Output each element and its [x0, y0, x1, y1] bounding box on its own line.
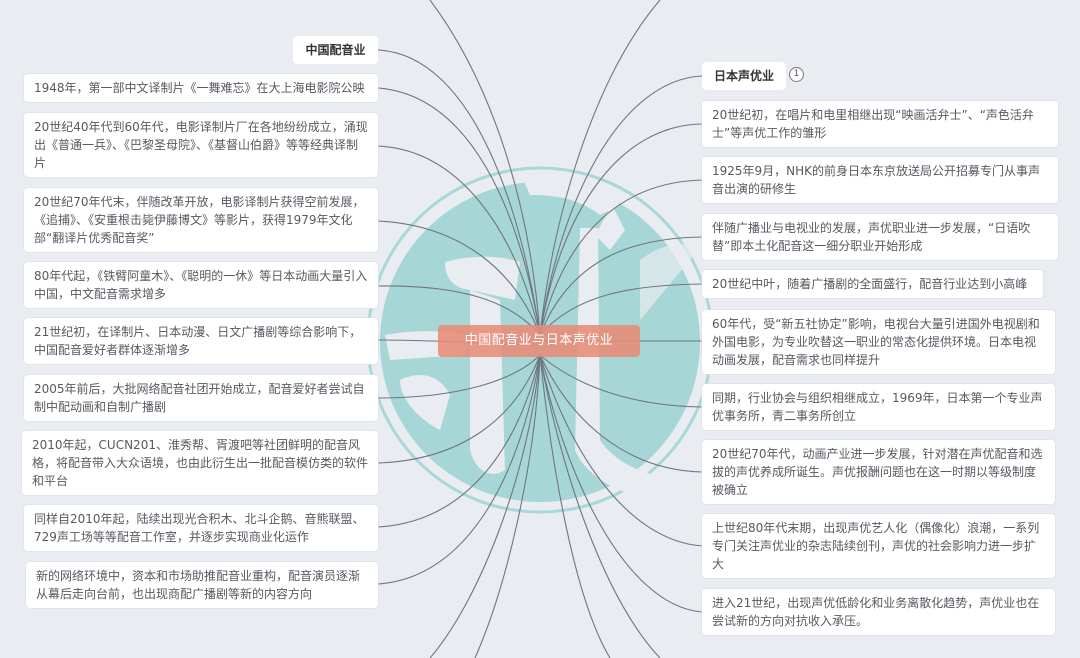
right-node-4[interactable]: 20世纪中叶，随着广播剧的全面盛行，配音行业达到小高峰	[702, 270, 1043, 298]
node-text: 20世纪中叶，随着广播剧的全面盛行，配音行业达到小高峰	[712, 277, 1028, 291]
node-text: 20世纪40年代到60年代，电影译制片厂在各地纷纷成立，涌现出《普通一兵》、《巴…	[34, 120, 368, 170]
node-text: 伴随广播业与电视业的发展，声优职业进一步发展，“日语吹替”即本土化配音这一细分职…	[712, 221, 1031, 253]
left-node-3[interactable]: 20世纪70年代末，伴随改革开放，电影译制片获得空前发展，《追捕》、《安重根击毙…	[24, 188, 378, 252]
right-node-3[interactable]: 伴随广播业与电视业的发展，声优职业进一步发展，“日语吹替”即本土化配音这一细分职…	[702, 214, 1058, 260]
node-text: 2010年起，CUCN201、淮秀帮、胥渡吧等社团鲜明的配音风格，将配音带入大众…	[32, 438, 369, 488]
left-node-1[interactable]: 1948年，第一部中文译制片《一舞难忘》在大上海电影院公映	[24, 74, 378, 102]
right-node-2[interactable]: 1925年9月，NHK的前身日本东京放送局公开招募专门从事声音出演的研修生	[702, 157, 1058, 203]
right-node-8[interactable]: 上世纪80年代末期，出现声优艺人化（偶像化）浪潮，一系列专门关注声优业的杂志陆续…	[702, 514, 1055, 578]
left-node-9[interactable]: 新的网络环境中，资本和市场助推配音业重构，配音演员逐渐从幕后走向台前，也出现商配…	[26, 562, 378, 608]
right-node-1[interactable]: 20世纪初，在唱片和电里相继出现“映画活弁士”、“声色活弁士”等声优工作的雏形	[702, 101, 1058, 147]
right-node-6[interactable]: 同期，行业协会与组织相继成立，1969年，日本第一个专业声优事务所，青二事务所创…	[702, 384, 1055, 430]
node-text: 同期，行业协会与组织相继成立，1969年，日本第一个专业声优事务所，青二事务所创…	[712, 391, 1043, 423]
node-text: 1948年，第一部中文译制片《一舞难忘》在大上海电影院公映	[34, 81, 365, 95]
node-text: 2005年前后，大批网络配音社团开始成立，配音爱好者尝试自制中配动画和自制广播剧	[34, 382, 365, 414]
node-text: 20世纪初，在唱片和电里相继出现“映画活弁士”、“声色活弁士”等声优工作的雏形	[712, 108, 1034, 140]
node-text: 1925年9月，NHK的前身日本东京放送局公开招募专门从事声音出演的研修生	[712, 164, 1041, 196]
node-text: 20世纪70年代，动画产业进一步发展，针对潜在声优配音和选拔的声优养成所诞生。声…	[712, 447, 1043, 497]
node-text: 同样自2010年起，陆续出现光合积木、北斗企鹅、音熊联盟、729声工场等等配音工…	[34, 512, 365, 544]
node-text: 80年代起，《铁臂阿童木》、《聪明的一休》等日本动画大量引入中国，中文配音需求增…	[34, 269, 368, 301]
branch-label: 日本声优业	[713, 69, 774, 83]
right-node-9[interactable]: 进入21世纪，出现声优低龄化和业务离散化趋势，声优业也在尝试新的方向对抗收入承压…	[702, 589, 1055, 635]
root-topic[interactable]: 中国配音业与日本声优业	[438, 325, 640, 357]
left-node-7[interactable]: 2010年起，CUCN201、淮秀帮、胥渡吧等社团鲜明的配音风格，将配音带入大众…	[22, 431, 378, 495]
left-node-5[interactable]: 21世纪初，在译制片、日本动漫、日文广播剧等综合影响下，中国配音爱好者群体逐渐增…	[24, 318, 378, 364]
collapse-count-badge[interactable]: 1	[789, 67, 804, 82]
branch-china-dubbing[interactable]: 中国配音业	[293, 36, 378, 64]
node-text: 上世纪80年代末期，出现声优艺人化（偶像化）浪潮，一系列专门关注声优业的杂志陆续…	[712, 521, 1040, 571]
branch-label: 中国配音业	[305, 43, 366, 57]
node-text: 60年代，受“新五社协定”影响，电视台大量引进国外电视剧和外国电影，为专业吹替这…	[712, 317, 1040, 367]
node-text: 新的网络环境中，资本和市场助推配音业重构，配音演员逐渐从幕后走向台前，也出现商配…	[36, 569, 361, 601]
root-topic-label: 中国配音业与日本声优业	[464, 333, 614, 348]
right-node-5[interactable]: 60年代，受“新五社协定”影响，电视台大量引进国外电视剧和外国电影，为专业吹替这…	[702, 310, 1055, 374]
node-text: 进入21世纪，出现声优低龄化和业务离散化趋势，声优业也在尝试新的方向对抗收入承压…	[712, 596, 1040, 628]
branch-japan-seiyuu[interactable]: 日本声优业	[702, 62, 786, 90]
left-node-4[interactable]: 80年代起，《铁臂阿童木》、《聪明的一休》等日本动画大量引入中国，中文配音需求增…	[24, 262, 378, 308]
node-text: 20世纪70年代末，伴随改革开放，电影译制片获得空前发展，《追捕》、《安重根击毙…	[34, 195, 365, 245]
left-node-6[interactable]: 2005年前后，大批网络配音社团开始成立，配音爱好者尝试自制中配动画和自制广播剧	[24, 375, 378, 421]
node-text: 21世纪初，在译制片、日本动漫、日文广播剧等综合影响下，中国配音爱好者群体逐渐增…	[34, 325, 362, 357]
left-node-2[interactable]: 20世纪40年代到60年代，电影译制片厂在各地纷纷成立，涌现出《普通一兵》、《巴…	[24, 113, 378, 177]
right-node-7[interactable]: 20世纪70年代，动画产业进一步发展，针对潜在声优配音和选拔的声优养成所诞生。声…	[702, 440, 1055, 504]
left-node-8[interactable]: 同样自2010年起，陆续出现光合积木、北斗企鹅、音熊联盟、729声工场等等配音工…	[24, 505, 378, 551]
